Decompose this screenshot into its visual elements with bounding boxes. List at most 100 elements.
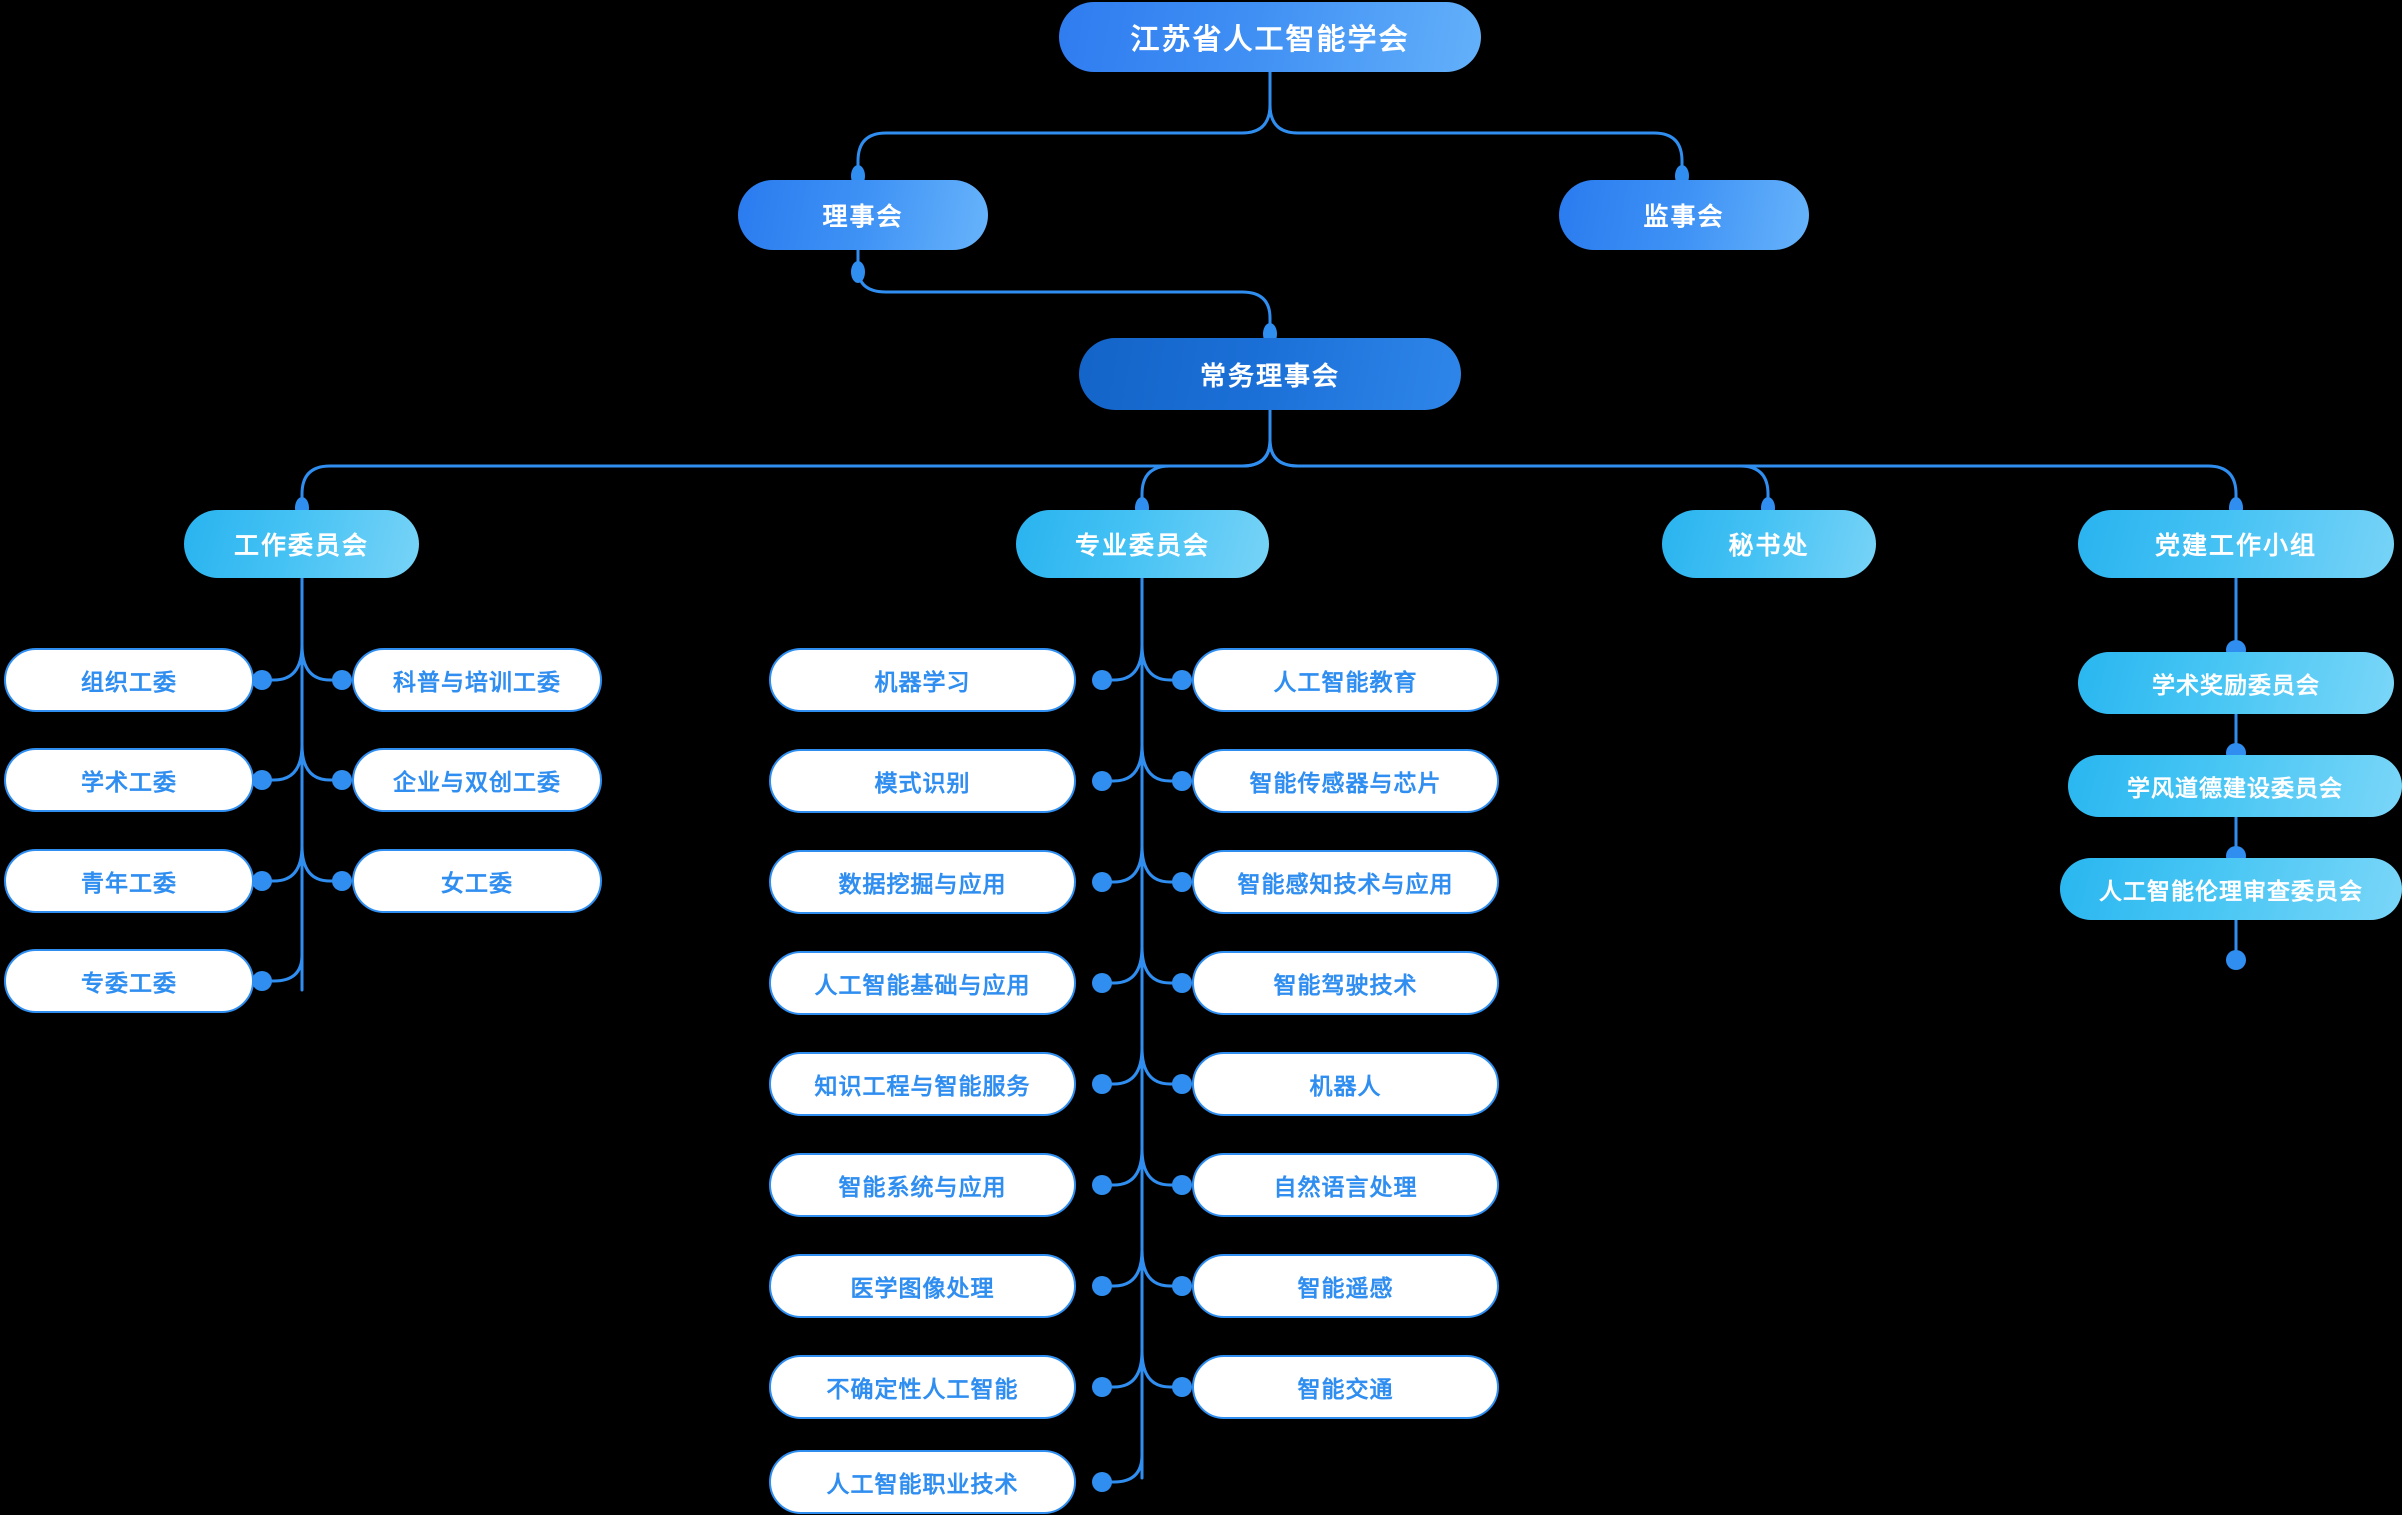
node-jianshihui[interactable]: 监事会 xyxy=(1559,180,1809,250)
wire-work-rib-l3 xyxy=(262,844,304,883)
node-party-group-label: 党建工作小组 xyxy=(2154,532,2317,560)
dot-pro-r5 xyxy=(1172,1074,1192,1094)
dot-work-l2 xyxy=(252,770,272,790)
node-pro-left-2-label: 模式识别 xyxy=(874,770,971,796)
node-work-left-3-label: 青年工委 xyxy=(81,870,177,896)
wire-changwu-to-work xyxy=(300,408,1272,512)
node-professional-committee[interactable]: 专业委员会 xyxy=(1016,510,1269,578)
node-pro-left-6[interactable]: 智能系统与应用 xyxy=(769,1153,1076,1217)
node-pro-right-2-label: 智能传感器与芯片 xyxy=(1249,770,1442,796)
wire-pro-rib-r4 xyxy=(1140,945,1182,985)
node-professional-committee-label: 专业委员会 xyxy=(1074,532,1210,560)
wire-changwu-to-secretariat xyxy=(1268,408,1770,512)
dot-work-r2 xyxy=(332,770,352,790)
wire-pro-rib-l5 xyxy=(1102,1046,1144,1086)
node-pro-left-1[interactable]: 机器学习 xyxy=(769,648,1076,712)
dot-pro-l2 xyxy=(1092,771,1112,791)
wire-pro-rib-l7 xyxy=(1102,1248,1144,1288)
dot-work-r3 xyxy=(332,871,352,891)
node-pro-left-5[interactable]: 知识工程与智能服务 xyxy=(769,1052,1076,1116)
dot-work-r1 xyxy=(332,670,352,690)
wire-pro-rib-l6 xyxy=(1102,1147,1144,1187)
wire-work-rib-r1 xyxy=(300,643,342,682)
node-work-left-2-label: 学术工委 xyxy=(81,769,177,795)
node-pro-right-5[interactable]: 机器人 xyxy=(1192,1052,1499,1116)
node-pro-left-8[interactable]: 不确定性人工智能 xyxy=(769,1355,1076,1419)
node-work-left-4-label: 专委工委 xyxy=(81,970,177,996)
node-pro-left-2[interactable]: 模式识别 xyxy=(769,749,1076,813)
node-lishihui-label: 理事会 xyxy=(822,203,904,231)
node-party-group[interactable]: 党建工作小组 xyxy=(2078,510,2394,578)
node-work-left-2[interactable]: 学术工委 xyxy=(4,748,254,812)
wire-changwu-to-pro xyxy=(1140,408,1272,512)
node-pro-right-4-label: 智能驾驶技术 xyxy=(1273,972,1418,998)
node-work-right-3[interactable]: 女工委 xyxy=(352,849,602,913)
node-pro-right-2[interactable]: 智能传感器与芯片 xyxy=(1192,749,1499,813)
node-pro-left-5-label: 知识工程与智能服务 xyxy=(814,1073,1031,1099)
node-root[interactable]: 江苏省人工智能学会 xyxy=(1059,2,1481,72)
node-work-right-2[interactable]: 企业与双创工委 xyxy=(352,748,602,812)
node-pro-right-6[interactable]: 自然语言处理 xyxy=(1192,1153,1499,1217)
dot-pro-l4 xyxy=(1092,973,1112,993)
node-work-left-1-label: 组织工委 xyxy=(81,669,177,695)
node-pro-right-4[interactable]: 智能驾驶技术 xyxy=(1192,951,1499,1015)
dot-pro-r8 xyxy=(1172,1377,1192,1397)
wire-pro-rib-l4 xyxy=(1102,945,1144,985)
node-work-left-4[interactable]: 专委工委 xyxy=(4,949,254,1013)
node-pro-right-8-label: 智能交通 xyxy=(1297,1376,1394,1402)
node-pro-left-9-label: 人工智能职业技术 xyxy=(826,1471,1019,1497)
node-changwu-lishihui-label: 常务理事会 xyxy=(1199,360,1340,391)
node-party-child-1-label: 学术奖励委员会 xyxy=(2152,672,2320,698)
wire-pro-rib-r2 xyxy=(1140,743,1182,783)
node-pro-left-4[interactable]: 人工智能基础与应用 xyxy=(769,951,1076,1015)
wire-work-rib-l4 xyxy=(262,953,304,983)
dot-pro-r6 xyxy=(1172,1175,1192,1195)
node-pro-right-5-label: 机器人 xyxy=(1309,1073,1382,1099)
wire-pro-rib-r6 xyxy=(1140,1147,1182,1187)
wire-changwu-to-party xyxy=(1268,408,2238,512)
node-pro-left-8-label: 不确定性人工智能 xyxy=(826,1376,1019,1402)
node-secretariat[interactable]: 秘书处 xyxy=(1662,510,1876,578)
dot-pro-l8 xyxy=(1092,1377,1112,1397)
dot-pro-l5 xyxy=(1092,1074,1112,1094)
node-pro-right-1[interactable]: 人工智能教育 xyxy=(1192,648,1499,712)
node-work-right-1-label: 科普与培训工委 xyxy=(393,669,561,695)
node-party-child-1[interactable]: 学术奖励委员会 xyxy=(2078,652,2394,714)
node-work-committee-label: 工作委员会 xyxy=(233,532,369,560)
wire-pro-rib-r1 xyxy=(1140,643,1182,682)
node-pro-right-7[interactable]: 智能遥感 xyxy=(1192,1254,1499,1318)
node-work-committee[interactable]: 工作委员会 xyxy=(184,510,419,578)
dot-pro-r2 xyxy=(1172,771,1192,791)
node-lishihui[interactable]: 理事会 xyxy=(738,180,988,250)
node-party-child-3[interactable]: 人工智能伦理审查委员会 xyxy=(2060,858,2402,920)
dot-pro-l6 xyxy=(1092,1175,1112,1195)
wire-work-rib-r3 xyxy=(300,844,342,883)
node-pro-left-1-label: 机器学习 xyxy=(874,669,971,695)
wire-pro-rib-l9 xyxy=(1102,1453,1144,1484)
node-pro-left-7-label: 医学图像处理 xyxy=(850,1275,995,1301)
node-work-right-1[interactable]: 科普与培训工委 xyxy=(352,648,602,712)
wire-lishihui-to-changwu xyxy=(856,248,1272,338)
dot-pro-l1 xyxy=(1092,670,1112,690)
node-secretariat-label: 秘书处 xyxy=(1728,532,1810,560)
node-pro-left-9[interactable]: 人工智能职业技术 xyxy=(769,1450,1076,1514)
dot-pro-l9 xyxy=(1092,1472,1112,1492)
node-pro-right-3[interactable]: 智能感知技术与应用 xyxy=(1192,850,1499,914)
node-work-left-3[interactable]: 青年工委 xyxy=(4,849,254,913)
dot-pro-l3 xyxy=(1092,872,1112,892)
node-changwu-lishihui[interactable]: 常务理事会 xyxy=(1079,338,1461,410)
wire-pro-rib-r5 xyxy=(1140,1046,1182,1086)
node-pro-left-3[interactable]: 数据挖掘与应用 xyxy=(769,850,1076,914)
dot-pro-r1 xyxy=(1172,670,1192,690)
node-root-label: 江苏省人工智能学会 xyxy=(1130,24,1410,56)
node-pro-left-7[interactable]: 医学图像处理 xyxy=(769,1254,1076,1318)
node-party-child-2[interactable]: 学风道德建设委员会 xyxy=(2068,755,2402,817)
wire-pro-rib-l1 xyxy=(1102,643,1144,682)
dot-pro-r3 xyxy=(1172,872,1192,892)
dot-pro-l7 xyxy=(1092,1276,1112,1296)
dot-party-4 xyxy=(2226,950,2246,970)
node-pro-right-8[interactable]: 智能交通 xyxy=(1192,1355,1499,1419)
wire-work-rib-r2 xyxy=(300,743,342,782)
node-work-left-1[interactable]: 组织工委 xyxy=(4,648,254,712)
dot-work-l3 xyxy=(252,871,272,891)
